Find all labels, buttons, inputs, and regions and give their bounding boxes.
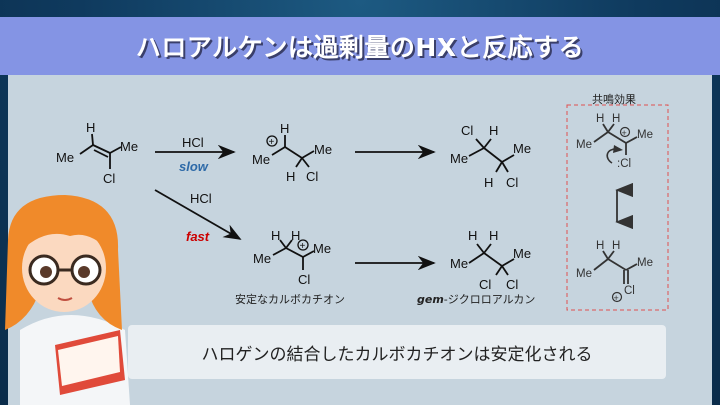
svg-text:Cl: Cl bbox=[506, 277, 518, 292]
resonance-box bbox=[566, 104, 669, 311]
reagent-top: HCl bbox=[182, 135, 204, 150]
svg-text:Me: Me bbox=[120, 139, 138, 154]
gem-dichloride: H H Me Me Cl Cl bbox=[450, 228, 531, 292]
svg-text:H: H bbox=[484, 175, 493, 190]
svg-text:H: H bbox=[596, 240, 604, 252]
svg-text:H: H bbox=[280, 121, 289, 136]
svg-text:+: + bbox=[622, 128, 627, 138]
svg-text:Me: Me bbox=[513, 246, 531, 261]
slide-title: ハロアルケンは過剰量のHXと反応する bbox=[135, 33, 585, 62]
svg-text:Cl: Cl bbox=[298, 272, 310, 287]
rate-slow: slow bbox=[179, 159, 209, 174]
svg-text:H: H bbox=[86, 120, 95, 135]
svg-text:H: H bbox=[291, 228, 300, 243]
svg-text:H: H bbox=[489, 228, 498, 243]
svg-text:Me: Me bbox=[637, 257, 653, 269]
svg-text:Me: Me bbox=[576, 139, 592, 151]
svg-text:Cl: Cl bbox=[506, 175, 518, 190]
svg-text:Me: Me bbox=[253, 251, 271, 266]
svg-text:Cl: Cl bbox=[624, 285, 635, 297]
svg-text:Me: Me bbox=[637, 129, 653, 141]
caption-text: ハロゲンの結合したカルボカチオンは安定化される bbox=[201, 344, 593, 365]
rate-fast: fast bbox=[186, 229, 210, 244]
svg-text::Cl: :Cl bbox=[617, 158, 631, 170]
gem-prefix: gem bbox=[417, 293, 444, 306]
gem-dichloroalkane-label: gem-ジクロロアルカン bbox=[417, 291, 535, 307]
stable-carbocation-label: 安定なカルボカチオン bbox=[235, 293, 345, 306]
svg-text:Me: Me bbox=[56, 150, 74, 165]
svg-text:Me: Me bbox=[513, 141, 531, 156]
teacher-character-illustration bbox=[5, 195, 130, 405]
svg-text:Me: Me bbox=[252, 152, 270, 167]
svg-text:H: H bbox=[489, 123, 498, 138]
unstable-carbocation: + H Me Me H Cl bbox=[252, 121, 332, 184]
resonance-structure-1: + H H Me Me :Cl bbox=[576, 113, 653, 170]
fast-reaction-arrow bbox=[154, 189, 242, 240]
svg-text:H: H bbox=[612, 240, 620, 252]
svg-text:Cl: Cl bbox=[479, 277, 491, 292]
resonance-title: 共鳴効果 bbox=[592, 93, 636, 106]
svg-text:+: + bbox=[614, 293, 619, 303]
svg-text:Me: Me bbox=[313, 241, 331, 256]
svg-text:H: H bbox=[286, 169, 295, 184]
gem-suffix: -ジクロロアルカン bbox=[443, 293, 536, 306]
resonance-structure-2: H H Me Me Cl + bbox=[576, 240, 653, 303]
svg-text:Me: Me bbox=[450, 151, 468, 166]
svg-text:H: H bbox=[596, 113, 604, 125]
svg-text:Cl: Cl bbox=[461, 123, 473, 138]
svg-text:Me: Me bbox=[450, 256, 468, 271]
haloalkene-molecule: H Me Me Cl bbox=[56, 120, 138, 186]
svg-text:Cl: Cl bbox=[306, 169, 318, 184]
svg-text:Me: Me bbox=[314, 142, 332, 157]
svg-text:H: H bbox=[612, 113, 620, 125]
svg-text:H: H bbox=[271, 228, 280, 243]
stable-carbocation: + H H Me Me Cl bbox=[253, 228, 331, 287]
vicinal-dichloride: Cl H Me Me H Cl bbox=[450, 123, 531, 190]
svg-text:+: + bbox=[300, 241, 306, 252]
title-band: ハロアルケンは過剰量のHXと反応する bbox=[0, 17, 720, 75]
svg-text:H: H bbox=[468, 228, 477, 243]
svg-text:Me: Me bbox=[576, 268, 592, 280]
svg-text:+: + bbox=[269, 137, 275, 148]
reagent-bottom: HCl bbox=[190, 191, 212, 206]
caption-box: ハロゲンの結合したカルボカチオンは安定化される bbox=[128, 325, 666, 379]
svg-text:Cl: Cl bbox=[103, 171, 115, 186]
